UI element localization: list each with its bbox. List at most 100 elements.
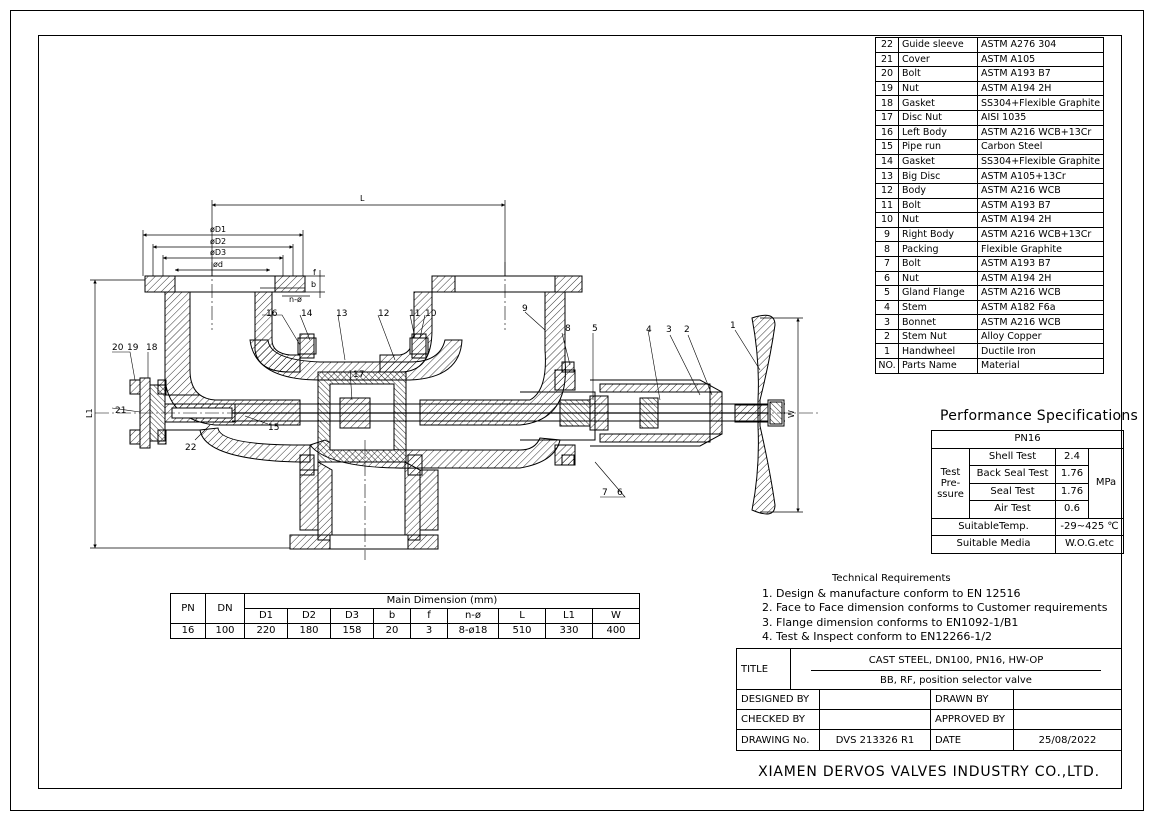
dim-label-D3: øD3 <box>210 248 226 257</box>
dim-value: 3 <box>410 623 448 639</box>
handwheel <box>734 314 785 515</box>
date-value: 25/08/2022 <box>1013 729 1122 751</box>
part-no: 3 <box>875 314 899 330</box>
dim-label-b: b <box>311 280 316 289</box>
approved-by-label: APPROVED BY <box>930 709 1014 730</box>
balloon-21: 21 <box>115 406 126 416</box>
part-name: Bolt <box>898 66 978 82</box>
part-no: 7 <box>875 255 899 272</box>
part-no: 21 <box>875 51 899 68</box>
part-no: 20 <box>875 66 899 82</box>
part-material: ASTM A105+13Cr <box>976 168 1105 184</box>
title-block: TITLE CAST STEEL, DN100, PN16, HW-OP BB,… <box>736 648 1122 789</box>
perf-row-value: 0.6 <box>1055 500 1089 519</box>
part-material: ASTM A216 WCB <box>976 182 1105 199</box>
balloon-8: 8 <box>565 324 571 334</box>
part-name: Guide sleeve <box>898 37 978 53</box>
balloon-2: 2 <box>684 325 690 335</box>
part-name: Packing <box>898 241 978 257</box>
part-material: ASTM A276 304 <box>976 37 1105 53</box>
drawing-no-label: DRAWING No. <box>736 729 820 751</box>
dim-group-title: Main Dimension (mm) <box>244 593 640 609</box>
balloon-15: 15 <box>268 423 279 433</box>
dim-column-header: D1 <box>244 608 288 624</box>
dim-dn-header: DN <box>205 593 245 624</box>
big-disc <box>317 371 407 463</box>
perf-row-name: Back Seal Test <box>969 465 1056 484</box>
part-name: Cover <box>898 51 978 68</box>
dim-label-nphi: n-ø <box>289 295 302 304</box>
balloon-12: 12 <box>378 309 389 319</box>
part-name: Bolt <box>898 197 978 214</box>
balloon-18: 18 <box>146 343 158 353</box>
dim-value: 8-ø18 <box>447 623 499 639</box>
part-name: Bolt <box>898 255 978 272</box>
part-no: 18 <box>875 95 899 111</box>
dim-pn-value: 16 <box>170 623 206 639</box>
perf-unit: MPa <box>1088 447 1124 519</box>
balloon-3: 3 <box>666 325 672 335</box>
part-name: Parts Name <box>898 358 978 374</box>
dim-value: 400 <box>592 623 640 639</box>
dim-label-L: L <box>360 194 365 203</box>
dim-value: 220 <box>244 623 288 639</box>
part-material: Carbon Steel <box>976 139 1105 155</box>
perf-row-name: Air Test <box>969 500 1056 519</box>
part-no: 14 <box>875 153 899 170</box>
part-name: Pipe run <box>898 139 978 155</box>
title-line-1: CAST STEEL, DN100, PN16, HW-OP <box>811 652 1101 671</box>
part-material: SS304+Flexible Graphite <box>976 95 1105 111</box>
dim-column-header: f <box>410 608 448 624</box>
part-no: 12 <box>875 182 899 199</box>
balloon-20: 20 <box>112 343 124 353</box>
dim-label-f: f <box>313 268 316 277</box>
balloon-10: 10 <box>425 309 437 319</box>
part-no: 9 <box>875 226 899 243</box>
part-material: ASTM A216 WCB <box>976 285 1105 301</box>
part-balloons: 1 2 3 4 5 6 7 8 9 10 11 12 13 14 15 16 1… <box>112 304 736 498</box>
dim-value: 20 <box>373 623 411 639</box>
part-name: Handwheel <box>898 343 978 360</box>
part-no: 2 <box>875 328 899 345</box>
drawn-by-label: DRAWN BY <box>930 689 1014 710</box>
balloon-5: 5 <box>592 324 598 334</box>
part-material: Flexible Graphite <box>976 241 1105 257</box>
part-material: ASTM A194 2H <box>976 80 1105 97</box>
tech-item: 2. Face to Face dimension conforms to Cu… <box>762 601 1108 614</box>
part-no: 8 <box>875 241 899 257</box>
part-no: 15 <box>875 139 899 155</box>
dim-column-header: n-ø <box>447 608 499 624</box>
dim-column-header: D2 <box>287 608 331 624</box>
packing-gland <box>520 361 609 466</box>
balloon-6: 6 <box>617 488 623 498</box>
dim-value: 180 <box>287 623 331 639</box>
drawn-by-value <box>1013 689 1122 710</box>
technical-requirements: Technical Requirements 1. Design & manuf… <box>762 572 1107 645</box>
part-name: Left Body <box>898 124 978 141</box>
part-material: Material <box>976 358 1105 374</box>
perf-temp-value: -29~425 ℃ <box>1055 517 1124 536</box>
part-name: Nut <box>898 80 978 97</box>
balloon-17: 17 <box>353 370 364 380</box>
checked-by-value <box>819 709 931 730</box>
dim-label-W: W <box>787 410 796 418</box>
perf-pn: PN16 <box>931 430 1124 449</box>
balloon-4: 4 <box>646 325 652 335</box>
part-no: 16 <box>875 124 899 141</box>
